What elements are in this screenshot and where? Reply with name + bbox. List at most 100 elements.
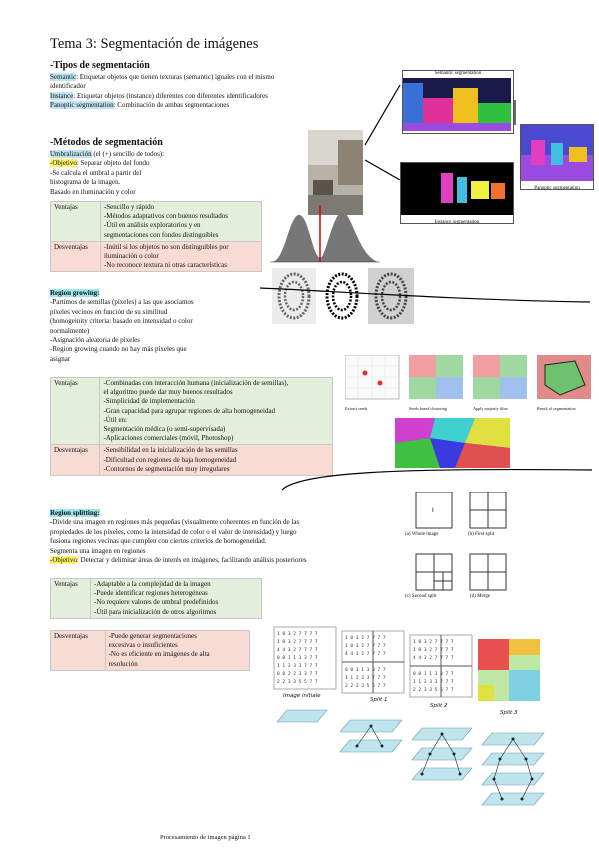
- obj-text: : Separar objeto del fondo: [76, 159, 150, 168]
- umb-ventaja: -Sencillo y rápido: [103, 203, 155, 211]
- street-photo: [308, 130, 363, 215]
- umb-ventajas-cell: -Sencillo y rápido -Métodos adaptativos …: [99, 201, 263, 242]
- umb-desventajas-label: Desventajas: [50, 240, 101, 273]
- svg-text:1 1 2 3 3 7 7 7: 1 1 2 3 3 7 7 7: [345, 675, 386, 681]
- svg-text:1 1 2 3 3 7 7 7: 1 1 2 3 3 7 7 7: [413, 679, 454, 685]
- rs-desventaja: -Puede generar segmentaciones: [108, 632, 197, 640]
- svg-text:0 0 1 1 3 3 7 7: 0 0 1 1 3 3 7 7: [277, 655, 318, 661]
- svg-text:1 0 3 2 7 7 7 7: 1 0 3 2 7 7 7 7: [345, 643, 386, 649]
- umb-desventaja: -No reconoce textura ni otras caracterís…: [103, 261, 227, 270]
- rg-ventaja: -Útil en:: [103, 415, 127, 424]
- umb-ventaja: segmentaciones con fondos distinguibles: [103, 230, 219, 239]
- umb-text: (el (+) sencillo de todos):: [91, 150, 165, 158]
- rg-desventajas-label: Desventajas: [49, 444, 101, 477]
- instance-line: Instance: Etiquetar objetos (instance) d…: [50, 91, 290, 101]
- rs-obj-label: -Objetivo: [50, 556, 77, 565]
- semantic-label: Semantic: [50, 73, 77, 81]
- rg-line: píxeles vecinos en función de su similit…: [50, 307, 168, 316]
- rg-img-label: Result of segmentation: [537, 406, 576, 411]
- umb-desventajas-cell: -Inútil si los objetos no son distinguib…: [99, 240, 263, 273]
- svg-text:1 1 2 3 3 7 7 7: 1 1 2 3 3 7 7 7: [277, 663, 318, 669]
- umb-ventaja: -Útil en análisis exploratorios y en: [103, 221, 201, 230]
- grid-label: Image initiale: [283, 693, 321, 699]
- rg-img-label: Extract seeds: [345, 406, 368, 411]
- instance-text: : Etiquetar objetos (instance) diferente…: [73, 91, 268, 100]
- rs-desventaja: resolución: [108, 659, 138, 668]
- split-label: (b) First split: [468, 532, 495, 537]
- rg-line: (homogeinity criteria: basado en intensi…: [50, 317, 193, 326]
- panoptic-seg-panel: Panoptic segmentation: [520, 124, 594, 191]
- region-growing-strip: Extract seeds Seeds based clustering App…: [344, 354, 593, 413]
- svg-text:1 0 3 2 7 7 7 7: 1 0 3 2 7 7 7 7: [413, 639, 454, 645]
- region-growing-block: Region growing: -Partimos de semillas (p…: [50, 289, 260, 364]
- rg-desventajas-cell: -Sensibilidad en la inicialización de la…: [99, 444, 333, 477]
- rg-desventaja: -Dificultad con regiones de baja homogen…: [103, 455, 237, 464]
- semantic-seg-label: Semantic segmentation: [434, 71, 482, 76]
- panoptic-seg-image: [521, 125, 593, 181]
- split-label: (c) Second split: [405, 594, 437, 599]
- region-splitting-block: Region splitting: -Divide una imagen en …: [50, 509, 400, 565]
- instance-label: Instance: [50, 91, 74, 100]
- rs-ventajas-cell: -Adaptable a la complejidad de la imagen…: [90, 578, 262, 619]
- separator-line: [259, 287, 591, 303]
- rg-img-label: Seeds based clustering: [409, 406, 447, 411]
- split-diagrams: I: [415, 492, 507, 591]
- panoptic-seg-label: Panoptic segmentation: [534, 186, 580, 191]
- quadtree-diagram: [276, 709, 545, 806]
- panoptic-text: : Combinación de ambas segmentaciones: [113, 101, 230, 110]
- rs-desventaja: excesivas o insuficientes: [108, 641, 178, 650]
- umb-desventaja: -Inútil si los objetos no son distinguib…: [103, 242, 229, 251]
- rs-obj-line: -Objetivo: Detectar y delimitar áreas de…: [50, 556, 400, 565]
- svg-text:0 0 2 2 3 3 7 7: 0 0 2 2 3 3 7 7: [277, 671, 318, 677]
- umb-line4: Basado en iluminación y color: [50, 187, 136, 196]
- rg-ventaja: -Aplicaciones comerciales (móvil, Photos…: [103, 434, 234, 443]
- svg-text:1 0 3 2 7 7 7 7: 1 0 3 2 7 7 7 7: [277, 631, 318, 637]
- umb-line2: -Se calcula el umbral a partir del: [50, 168, 142, 177]
- rg-ventaja: -Simplicidad de implementación: [103, 397, 195, 406]
- umb-table: Ventajas -Sencillo y rápido -Métodos ada…: [50, 201, 263, 273]
- semantic-seg-panel: Semantic segmentation: [402, 70, 514, 134]
- rs-ventaja: -Útil para inicialización de otros algor…: [94, 607, 217, 616]
- rs-line: Segmenta una imagen en regiones: [50, 546, 146, 555]
- rs-desventaja: -No es eficiente en imágenes de alta: [108, 650, 210, 659]
- split-label: (d) Merge: [470, 594, 491, 599]
- seg-arrows: [364, 84, 516, 180]
- svg-text:1 0 3 2 7 7 7 7: 1 0 3 2 7 7 7 7: [277, 639, 318, 645]
- split-label: (a) Whole image: [405, 532, 439, 537]
- umb-desventaja: iluminación o color: [103, 252, 159, 261]
- svg-text:0 0 1 1 3 3 7 7: 0 0 1 1 3 3 7 7: [413, 671, 454, 677]
- obj-line: -Objetivo: Separar objeto del fondo: [50, 159, 250, 168]
- rg-img-label: Apply majority filter: [473, 406, 508, 411]
- obj-label: -Objetivo: [50, 159, 77, 168]
- svg-text:2 2 3 3 5 5 7 7: 2 2 3 3 5 5 7 7: [345, 683, 386, 689]
- instance-seg-image: [401, 163, 513, 215]
- page-footer: Procesamiento de imagen página 1: [160, 834, 251, 841]
- semantic-seg-image: [403, 78, 511, 131]
- svg-text:1 0 3 2 7 7 7 7: 1 0 3 2 7 7 7 7: [345, 635, 386, 641]
- umb-line3: histograma de la imagen.: [50, 178, 121, 187]
- separator-line-2: [281, 468, 593, 491]
- svg-text:4 4 3 2 7 7 7 7: 4 4 3 2 7 7 7 7: [345, 651, 386, 657]
- grid-label: Split 3: [500, 710, 518, 716]
- rg-ventaja: el algoritmo puede dar muy buenos result…: [103, 388, 233, 397]
- rs-ventajas-label: Ventajas: [49, 578, 92, 619]
- semantic-line: Semantic: Etiquetar objetos que tienen t…: [50, 73, 290, 92]
- rg-line: normalmente): [50, 326, 90, 335]
- panoptic-line: Panoptic segmentation: Combinación de am…: [50, 101, 290, 110]
- histogram-image: [270, 205, 380, 263]
- rs-ventaja: -No requiere valores de umbral predefini…: [94, 598, 219, 607]
- rg-ventajas-cell: -Combinadas con interacción humana (inic…: [99, 376, 333, 446]
- grid-label: Split 2: [430, 703, 448, 709]
- rg-desventaja: -Sensibilidad en la inicialización de la…: [103, 446, 238, 455]
- tipos-block: Semantic: Etiquetar objetos que tienen t…: [50, 73, 290, 111]
- rs-obj-text: : Detectar y delimitar áreas de interés …: [76, 556, 307, 565]
- page-title: Tema 3: Segmentación de imágenes: [50, 36, 259, 52]
- rs-line: -Divide una imagen en regiones más peque…: [50, 518, 300, 527]
- rs-ventaja: -Adaptable a la complejidad de la imagen: [94, 580, 211, 588]
- rg-table: Ventajas -Combinadas con interacción hum…: [49, 376, 333, 477]
- rg-ventajas-label: Ventajas: [49, 376, 101, 446]
- svg-text:1 0 3 2 7 7 7 7: 1 0 3 2 7 7 7 7: [413, 647, 454, 653]
- rs-line: fusiona regiones vecinas que cumplen con…: [50, 537, 267, 546]
- region-splitting-heading: Region splitting:: [50, 509, 100, 517]
- umb-label: Umbralización: [50, 150, 92, 158]
